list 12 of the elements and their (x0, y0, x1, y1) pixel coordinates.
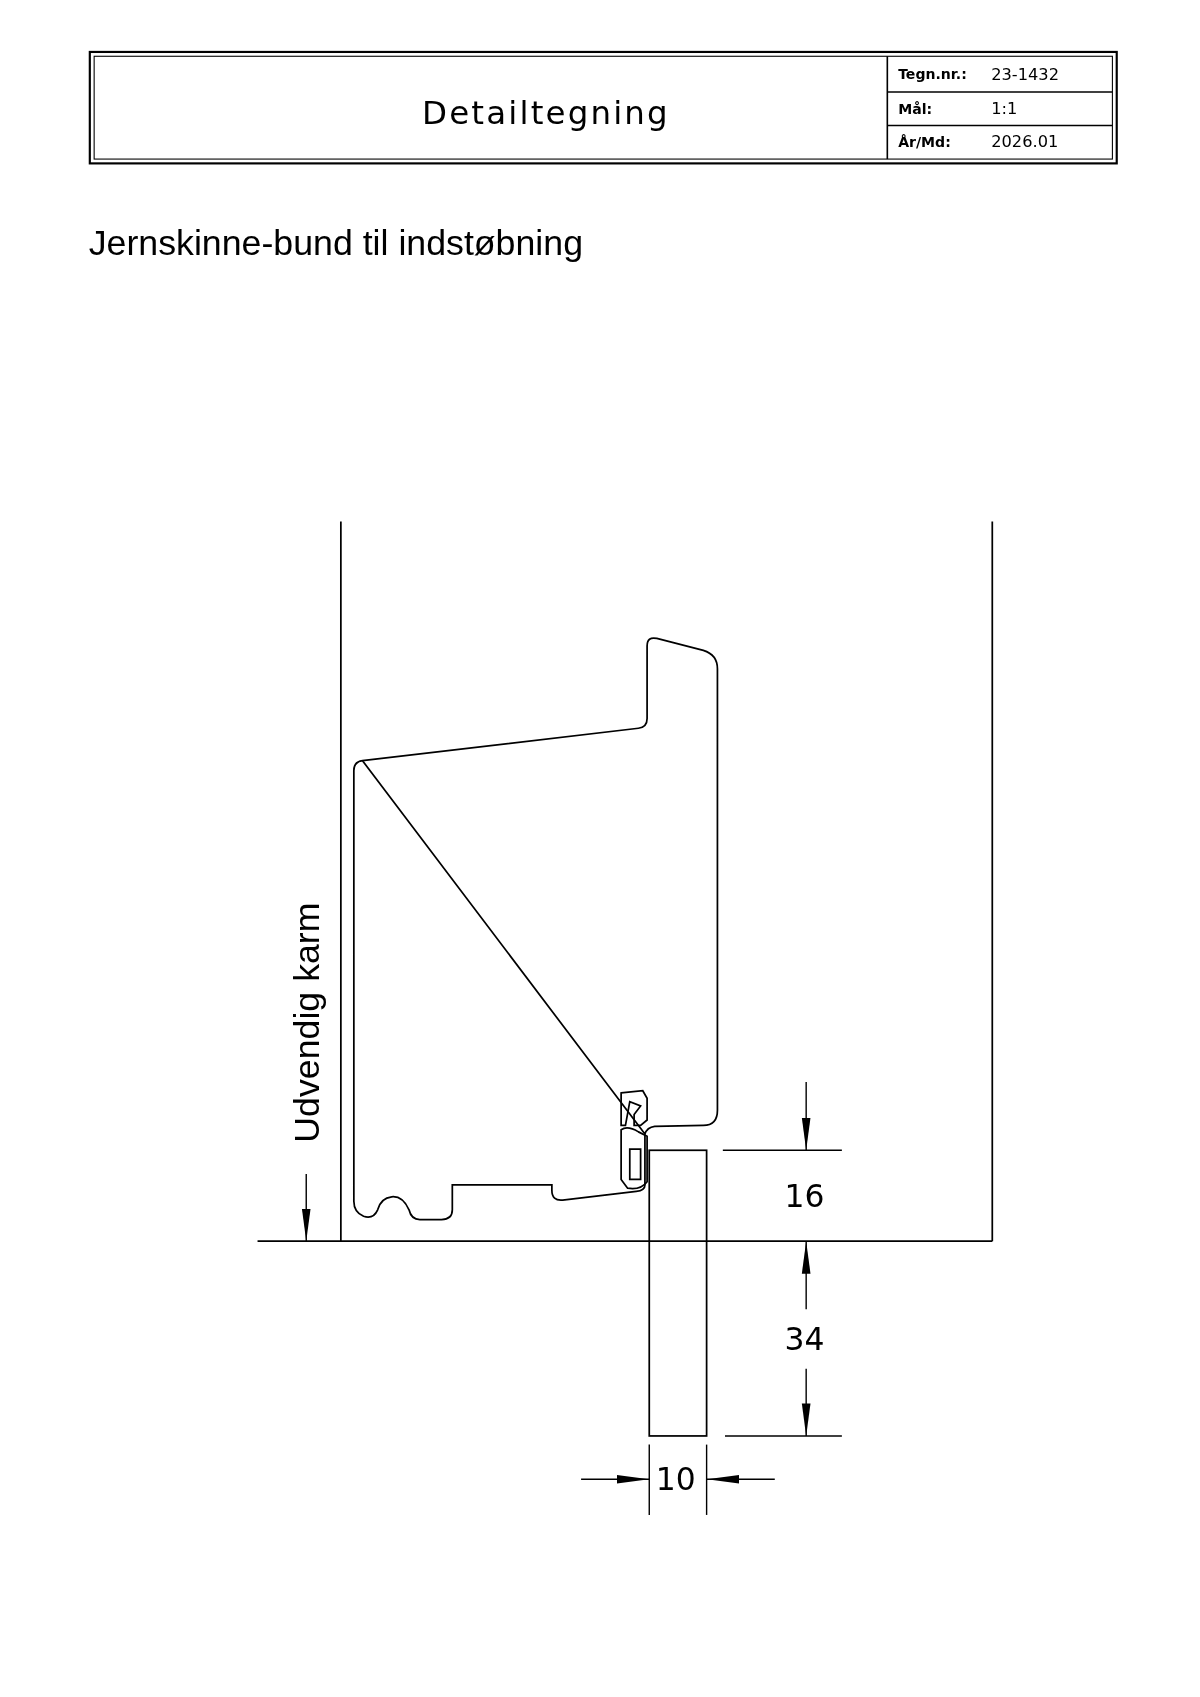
dimension-value: 16 (784, 1180, 825, 1212)
field-value: 2026.01 (991, 134, 1059, 151)
field-value: 23-1432 (991, 67, 1060, 84)
field-label: Mål: (898, 101, 933, 116)
field-label: År/Md: (898, 135, 951, 150)
dimension-value: 10 (655, 1464, 696, 1496)
dimension-value: 34 (784, 1324, 825, 1356)
side-label: Udvendig karm (288, 902, 325, 1143)
drawing-heading: Jernskinne-bund til indstøbning (88, 225, 583, 261)
drawing-type-title: Detailtegning (422, 97, 670, 130)
field-label: Tegn.nr.: (898, 67, 967, 82)
field-value: 1:1 (991, 100, 1018, 117)
